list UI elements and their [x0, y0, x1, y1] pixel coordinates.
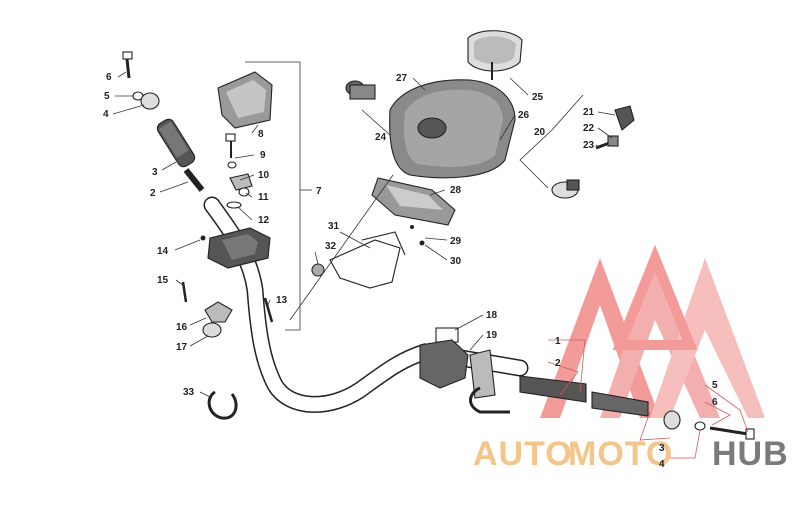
callout-13: 13 [276, 295, 288, 306]
callout-19: 19 [486, 330, 498, 341]
callout-2: 2 [150, 188, 156, 199]
callout-right-3: 3 [659, 443, 665, 454]
watermark-text: AUTO MOTO HUB [473, 435, 789, 473]
callout-24: 24 [375, 132, 387, 143]
callout-11: 11 [258, 192, 269, 203]
callout-10: 10 [258, 170, 270, 181]
watermark-moto: MOTO [568, 435, 673, 473]
left-clamp-assembly [181, 227, 274, 338]
left-grip-assembly [122, 51, 205, 192]
leader-lines [112, 61, 749, 459]
callout-right-6: 6 [712, 397, 718, 408]
callout-16: 16 [176, 322, 188, 333]
callout-12: 12 [258, 215, 270, 226]
callout-right-1: 1 [555, 336, 561, 347]
mounting-bracket [311, 225, 425, 289]
callout-6: 6 [106, 72, 112, 83]
callout-23: 23 [583, 140, 595, 151]
callout-20: 20 [534, 127, 546, 138]
gauge [467, 30, 523, 80]
callout-right-5: 5 [712, 380, 718, 391]
cable-clip [207, 390, 238, 420]
callout-18: 18 [486, 310, 498, 321]
watermark-hub: HUB [712, 435, 789, 473]
callout-14: 14 [157, 246, 169, 257]
callout-9: 9 [260, 150, 266, 161]
callout-32: 32 [325, 241, 337, 252]
callout-21: 21 [583, 107, 595, 118]
callout-25: 25 [532, 92, 544, 103]
callout-15: 15 [157, 275, 169, 286]
headlight-cover [345, 79, 516, 179]
callout-26: 26 [518, 110, 530, 121]
callout-31: 31 [328, 221, 340, 232]
callout-17: 17 [176, 342, 188, 353]
callout-right-4: 4 [659, 459, 665, 470]
callout-8: 8 [258, 129, 264, 140]
callout-4: 4 [103, 109, 109, 120]
callout-22: 22 [583, 123, 595, 134]
callout-29: 29 [450, 236, 462, 247]
callout-33: 33 [183, 387, 195, 398]
callout-28: 28 [450, 185, 462, 196]
left-switch-housing [217, 71, 273, 209]
callout-right-2: 2 [555, 358, 561, 369]
throttle-housing [419, 327, 510, 414]
callout-30: 30 [450, 256, 462, 267]
callout-labels: 6 5 4 3 2 8 9 10 11 12 7 14 15 13 16 17 … [103, 72, 718, 470]
callout-3: 3 [152, 167, 158, 178]
callout-27: 27 [396, 73, 408, 84]
gauge-bracket [371, 177, 456, 226]
callout-7: 7 [316, 186, 322, 197]
watermark-auto: AUTO [473, 435, 573, 473]
callout-5: 5 [104, 91, 110, 102]
ignition-switch-parts [551, 105, 635, 199]
watermark-logo [540, 244, 765, 418]
